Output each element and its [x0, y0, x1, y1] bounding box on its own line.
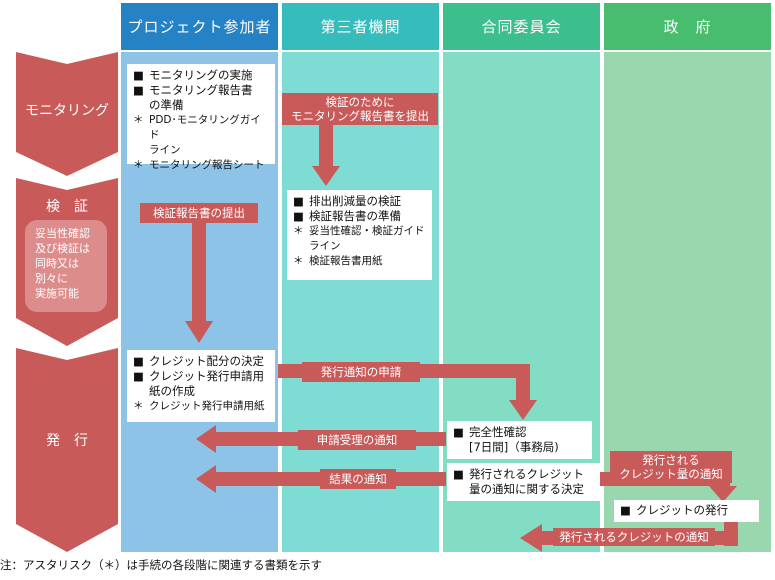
label-submit-verification: 検証報告書の提出: [140, 203, 258, 223]
footnote: 注：アスタリスク（＊）は手続の各段階に関連する書類を示す: [0, 558, 322, 572]
bullet-icon: ■: [293, 194, 304, 208]
list-item-text: 排出削減量の検証: [309, 194, 401, 208]
list-item: ＊ 検証報告書用紙: [293, 254, 426, 269]
list-item-text: 完全性確認: [469, 425, 527, 439]
arrow-submit-verification-head: [185, 321, 213, 343]
list-item-continuation: ライン: [149, 144, 181, 156]
list-item-continuation: ライン: [309, 240, 341, 252]
monitoring-box: ■ モニタリングの実施 ■ モニタリング報告書 の準備 ＊ PDD･モニタリングガイド…: [127, 64, 275, 171]
list-item-text: クレジット発行申請用: [149, 369, 264, 383]
list-item-continuation: の準備: [149, 98, 184, 112]
arrow-submit-verification-shaft: [192, 215, 206, 323]
verification-note: 妥当性確認 及び検証は 同時又は 別々に 実施可能: [25, 220, 107, 312]
stage-monitoring-label: モニタリング: [25, 103, 109, 119]
asterisk-icon: ＊: [293, 225, 304, 237]
issue-box: ■ クレジットの発行: [614, 500, 759, 522]
arrow-submit-monitoring-head: [312, 166, 340, 186]
stage-issuance-label: 発 行: [46, 433, 88, 449]
label-line: モニタリング報告書を提出: [291, 109, 429, 123]
list-item: ＊ クレジット発行申請用紙: [133, 399, 269, 414]
list-item-text: モニタリング報告シート: [149, 159, 265, 171]
bullet-icon: ■: [293, 209, 304, 223]
verification-note-line: 及び検証は: [35, 242, 90, 255]
verification-box: ■ 排出削減量の検証 ■ 検証報告書の準備 ＊ 妥当性確認・検証ガイド ライン ＊ 検証…: [287, 190, 432, 280]
verification-note-line: 実施可能: [35, 287, 79, 300]
arrow-issued-notice-head: [520, 524, 542, 552]
label-amount-notice: 発行される クレジット量の通知: [610, 451, 732, 483]
verification-note-line: 別々に: [35, 272, 68, 285]
bullet-icon: ■: [133, 369, 144, 383]
bullet-icon: ■: [453, 467, 464, 481]
label-submit-monitoring: 検証のために モニタリング報告書を提出: [282, 93, 438, 125]
label-issuance-request: 発行通知の申請: [302, 362, 420, 382]
column-body-third-party: [282, 52, 439, 552]
column-header-participant: プロジェクト参加者: [121, 3, 278, 50]
asterisk-icon: ＊: [133, 400, 144, 412]
label-issued-notice: 発行されるクレジットの通知: [553, 528, 715, 546]
list-item-continuation: [7日間]（事務局): [469, 440, 559, 454]
bullet-icon: ■: [133, 68, 144, 82]
list-item-continuation: 量の通知に関する決定: [469, 482, 584, 496]
list-item: ■ モニタリング報告書: [133, 83, 269, 98]
list-item-text: クレジット配分の決定: [149, 354, 264, 368]
column-header-third-party: 第三者機関: [282, 3, 439, 50]
list-item: ＊ モニタリング報告シート: [133, 158, 269, 173]
completeness-box: ■ 完全性確認 [7日間]（事務局): [447, 421, 592, 459]
list-item-text: 妥当性確認・検証ガイド: [309, 225, 425, 237]
list-item: ■ モニタリングの実施: [133, 68, 269, 83]
list-item: ＊ 妥当性確認・検証ガイド: [293, 224, 426, 239]
list-item: ■ クレジット配分の決定: [133, 354, 269, 369]
arrow-issuance-request-head: [509, 400, 537, 420]
list-item: ■ 排出削減量の検証: [293, 194, 426, 209]
arrow-issuance-request-down: [516, 364, 530, 402]
arrow-submit-monitoring-shaft: [319, 120, 333, 168]
arrow-result-notice-head: [196, 465, 216, 493]
stage-monitoring-shape: [16, 52, 118, 176]
list-item-continuation: 紙の作成: [149, 384, 195, 398]
label-line: クレジット量の通知: [619, 467, 723, 481]
list-item-text: PDD･モニタリングガイド: [149, 114, 261, 141]
list-item: ■ 発行されるクレジット: [453, 467, 594, 482]
asterisk-icon: ＊: [293, 255, 304, 267]
stage-monitoring: モニタリング: [16, 52, 118, 176]
stage-issuance: 発 行: [16, 348, 118, 552]
column-header-joint-committee: 合同委員会: [443, 3, 600, 50]
list-item-text: モニタリングの実施: [149, 68, 253, 82]
label-receipt-notice: 申請受理の通知: [298, 430, 416, 450]
decision-box: ■ 発行されるクレジット 量の通知に関する決定: [447, 463, 600, 501]
stage-issuance-shape: [16, 348, 118, 552]
list-item-text: 検証報告書の準備: [309, 209, 401, 223]
column-header-government: 政 府: [604, 3, 771, 50]
arrow-amount-notice-head: [709, 486, 737, 502]
bullet-icon: ■: [453, 425, 464, 439]
verification-note-line: 妥当性確認: [35, 227, 90, 240]
list-item-text: クレジットの発行: [636, 503, 728, 517]
bullet-icon: ■: [133, 354, 144, 368]
list-item: ＊ PDD･モニタリングガイド: [133, 113, 269, 143]
asterisk-icon: ＊: [133, 159, 144, 171]
list-item-text: モニタリング報告書: [149, 83, 253, 97]
label-line: 発行される: [642, 453, 700, 467]
verification-note-line: 同時又は: [35, 257, 79, 270]
list-item: ■ 検証報告書の準備: [293, 209, 426, 224]
list-item: ■ クレジットの発行: [620, 503, 753, 518]
label-line: 検証のために: [325, 95, 395, 109]
list-item-text: 発行されるクレジット: [469, 467, 584, 481]
label-result-notice: 結果の通知: [320, 469, 396, 489]
allocation-box: ■ クレジット配分の決定 ■ クレジット発行申請用 紙の作成 ＊ クレジット発行申請用…: [127, 350, 275, 422]
arrow-receipt-notice-head: [196, 425, 216, 453]
list-item: ■ クレジット発行申請用: [133, 369, 269, 384]
asterisk-icon: ＊: [133, 114, 144, 126]
list-item-text: クレジット発行申請用紙: [149, 400, 265, 412]
list-item: ■ 完全性確認: [453, 425, 586, 440]
bullet-icon: ■: [133, 83, 144, 97]
stage-verification-label: 検 証: [46, 199, 88, 215]
bullet-icon: ■: [620, 503, 631, 517]
list-item-text: 検証報告書用紙: [309, 255, 383, 267]
